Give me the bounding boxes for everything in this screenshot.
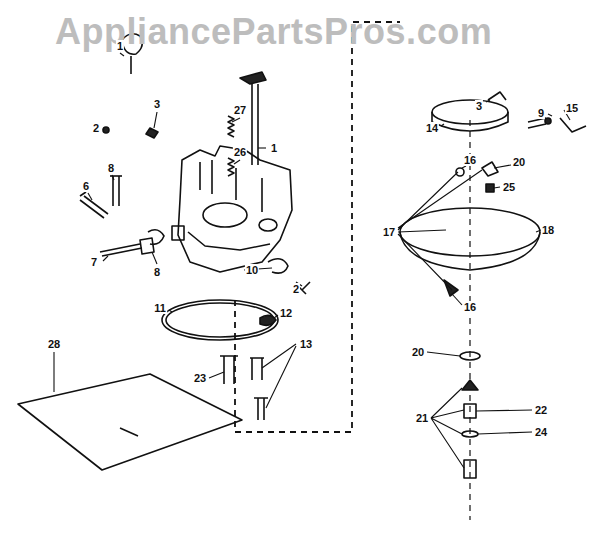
callout-number: 7 bbox=[90, 256, 98, 268]
callout-number: 24 bbox=[534, 426, 548, 438]
callout-number: 16 bbox=[463, 301, 477, 313]
callout-number: 25 bbox=[502, 181, 516, 193]
callout-number: 13 bbox=[299, 338, 313, 350]
callout-number: 1 bbox=[116, 40, 124, 52]
callout-number: 1 bbox=[270, 142, 278, 154]
callout-number: 18 bbox=[541, 224, 555, 236]
callout-number: 2 bbox=[292, 283, 300, 295]
callout-number: 6 bbox=[82, 180, 90, 192]
callout-number: 3 bbox=[153, 98, 161, 110]
callout-number: 12 bbox=[279, 307, 293, 319]
callout-number: 20 bbox=[411, 346, 425, 358]
callout-number: 14 bbox=[425, 122, 439, 134]
callout-number: 2 bbox=[92, 122, 100, 134]
callout-number: 8 bbox=[153, 266, 161, 278]
callout-number: 3 bbox=[475, 100, 483, 112]
callout-number: 9 bbox=[537, 107, 545, 119]
callout-number: 10 bbox=[245, 264, 259, 276]
callout-number: 23 bbox=[193, 372, 207, 384]
callout-number: 8 bbox=[107, 162, 115, 174]
callout-number: 20 bbox=[512, 156, 526, 168]
callout-number: 28 bbox=[47, 338, 61, 350]
callout-number: 26 bbox=[233, 146, 247, 158]
callout-number: 17 bbox=[382, 226, 396, 238]
callout-number: 11 bbox=[153, 302, 167, 314]
callout-number: 15 bbox=[565, 102, 579, 114]
callout-number: 22 bbox=[534, 404, 548, 416]
callout-number: 21 bbox=[415, 412, 429, 424]
callout-number: 16 bbox=[463, 154, 477, 166]
callout-number: 27 bbox=[233, 104, 247, 116]
